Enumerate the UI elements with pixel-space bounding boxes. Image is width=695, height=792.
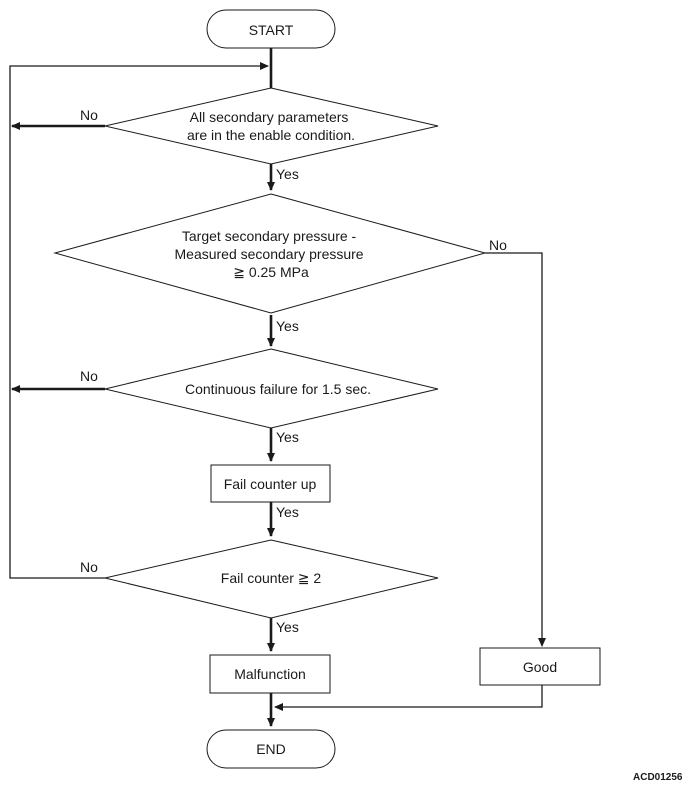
label-yes-d3: Yes (276, 429, 299, 445)
decision-continuous-failure (104, 348, 439, 429)
process-good (479, 647, 601, 686)
decision-pressure-difference-line-1: Target secondary pressure - (182, 228, 357, 244)
decision-pressure-difference-label: Target secondary pressure - Measured sec… (175, 228, 368, 280)
connector-good-to-end (274, 685, 543, 711)
label-yes-p1: Yes (276, 504, 299, 520)
decision-enable-condition-label: All secondary parameters are in the enab… (187, 109, 355, 143)
process-malfunction (209, 654, 331, 694)
decision-enable-condition (104, 87, 439, 165)
decision-fail-counter-label: Fail counter ≧ 2 (221, 570, 322, 586)
label-no-d4: No (80, 559, 98, 575)
decision-pressure-difference-line-2: Measured secondary pressure (175, 246, 364, 262)
decision-enable-condition-line-1: All secondary parameters (190, 109, 349, 125)
label-yes-d4: Yes (276, 619, 299, 635)
connector-d2-no-to-good (485, 252, 546, 647)
label-no-d1: No (80, 107, 98, 123)
label-yes-d1: Yes (276, 166, 299, 182)
start-terminator (206, 9, 336, 49)
end-terminator (206, 729, 336, 769)
process-fail-counter-up-label: Fail counter up (224, 476, 317, 492)
label-no-d3: No (80, 368, 98, 384)
label-yes-d2: Yes (276, 318, 299, 334)
connector-d4-no-loop (9, 62, 269, 579)
reference-code: ACD01256 (633, 772, 683, 783)
process-malfunction-label: Malfunction (234, 666, 306, 682)
start-label: START (249, 22, 294, 38)
decision-continuous-failure-label: Continuous failure for 1.5 sec. (185, 381, 371, 397)
label-no-d2: No (489, 237, 507, 253)
decision-fail-counter (104, 539, 439, 619)
decision-pressure-difference-line-3: ≧ 0.25 MPa (233, 264, 309, 280)
process-fail-counter-up (210, 464, 331, 503)
process-good-label: Good (523, 659, 557, 675)
end-label: END (256, 741, 286, 757)
decision-pressure-difference (53, 193, 487, 314)
decision-enable-condition-line-2: are in the enable condition. (187, 127, 355, 143)
